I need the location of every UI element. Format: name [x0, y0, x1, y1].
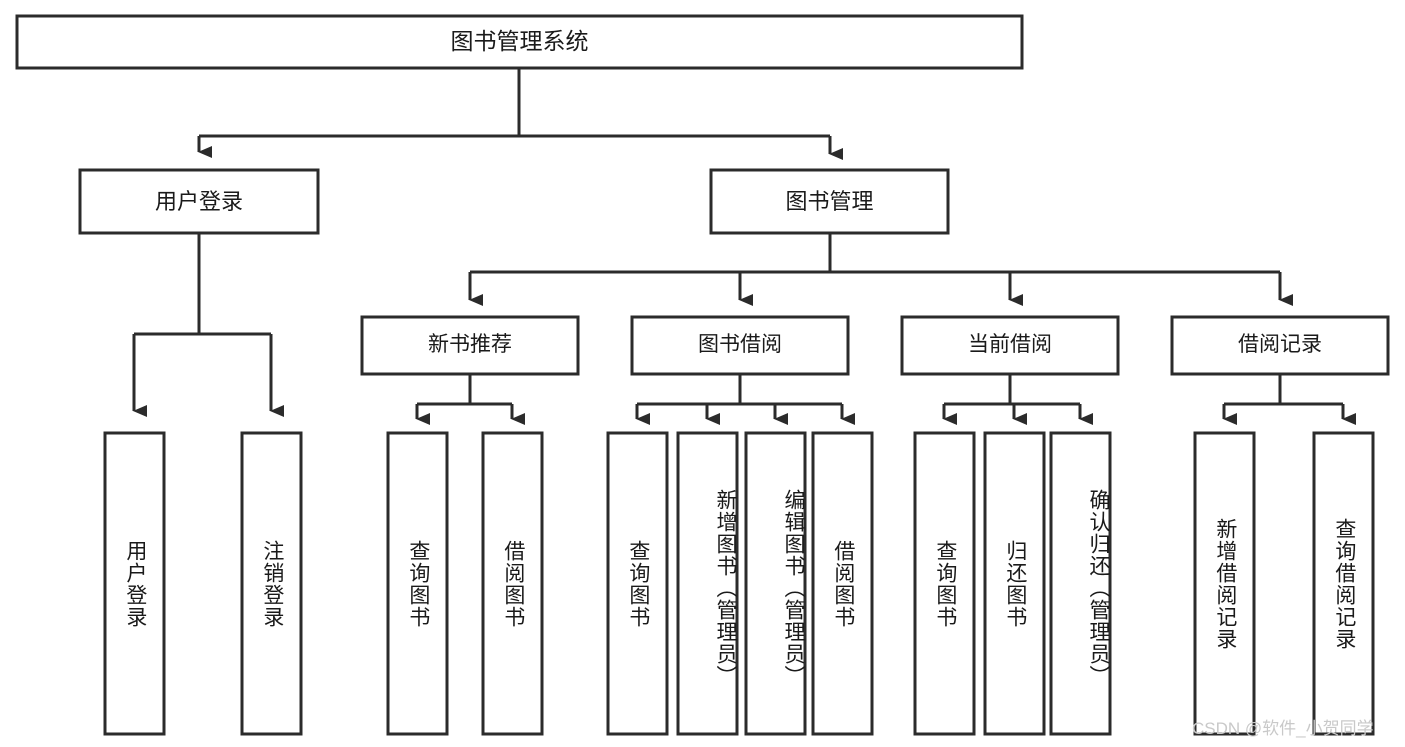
node-box-leaf-add-record[interactable] [1193, 431, 1256, 736]
node-box-leaf-user-logout[interactable] [240, 431, 303, 736]
node-box-leaf-confirm-return[interactable] [1049, 431, 1112, 736]
node-box-leaf-user-login[interactable] [103, 431, 166, 736]
node-box-leaf-query-book-1[interactable] [386, 431, 449, 736]
node-box-book-manage[interactable] [709, 168, 950, 235]
connector-group-current-borrow [942, 374, 1093, 425]
node-box-leaf-edit-book[interactable] [744, 431, 807, 736]
node-box-new-book-recommend[interactable] [360, 315, 580, 376]
node-box-leaf-return-book[interactable] [983, 431, 1046, 736]
connector-group-new-book [415, 374, 525, 425]
node-box-borrow-record[interactable] [1170, 315, 1390, 376]
connector-group-root [197, 68, 843, 160]
node-box-user-login[interactable] [78, 168, 320, 235]
connector-group-book-manage [468, 233, 1293, 306]
node-box-current-borrow[interactable] [900, 315, 1120, 376]
node-box-leaf-add-book[interactable] [676, 431, 739, 736]
node-box-leaf-query-book-3[interactable] [913, 431, 976, 736]
node-box-root[interactable] [15, 14, 1024, 70]
node-box-leaf-borrow-book-1[interactable] [481, 431, 544, 736]
connector-group-user-login [132, 233, 284, 417]
connector-group-borrow-record [1222, 374, 1356, 425]
connector-group-book-borrow [635, 374, 855, 425]
node-box-leaf-query-book-2[interactable] [606, 431, 669, 736]
node-box-book-borrow[interactable] [630, 315, 850, 376]
node-box-leaf-query-record[interactable] [1312, 431, 1375, 736]
node-box-leaf-borrow-book-2[interactable] [811, 431, 874, 736]
